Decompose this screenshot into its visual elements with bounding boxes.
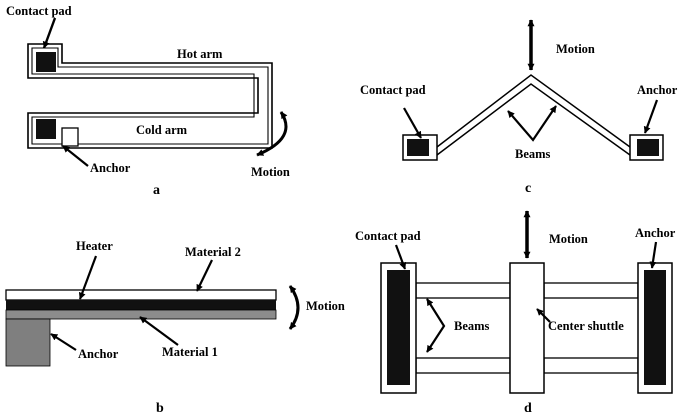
anchor-c — [637, 139, 659, 156]
contact-pad-a — [36, 52, 56, 72]
arrow-anchor-b — [50, 333, 77, 351]
panel-b: Heater Material 2 Material 1 Anchor Moti… — [5, 239, 345, 416]
center-shuttle — [509, 262, 545, 394]
beam-d-right-bottom — [543, 357, 639, 374]
arrow-material-1 — [139, 316, 179, 346]
panel-d: Motion Contact pad Anchor Beams Center s… — [355, 210, 676, 416]
label-motion-c: Motion — [556, 42, 595, 56]
label-contact-pad-c: Contact pad — [360, 83, 426, 97]
anchor-d — [644, 270, 666, 385]
beam-c-inner — [436, 83, 631, 156]
label-material-2: Material 2 — [185, 245, 241, 259]
panel-a: Contact pad Hot arm Cold arm Anchor Moti… — [6, 4, 290, 198]
label-beams-d: Beams — [454, 319, 490, 333]
heater-layer — [6, 300, 276, 310]
arrow-center-shuttle — [536, 308, 551, 323]
caption-d: d — [524, 401, 532, 416]
caption-c: c — [525, 181, 531, 196]
cold-arm-pad — [36, 119, 56, 139]
label-anchor-d: Anchor — [635, 226, 676, 240]
u-actuator-inner-outline — [31, 47, 269, 145]
label-motion-d: Motion — [549, 232, 588, 246]
anchor-b — [5, 318, 51, 367]
arrow-material-2 — [196, 259, 213, 292]
contact-pad-d — [387, 270, 410, 385]
caption-b: b — [156, 401, 164, 416]
arrow-contact-pad-d — [394, 244, 407, 270]
label-heater: Heater — [76, 239, 113, 253]
beam-c-outer — [436, 74, 631, 148]
arrow-anchor-d — [649, 241, 658, 269]
beam-d-left-top — [415, 282, 511, 299]
label-contact-pad-a: Contact pad — [6, 4, 72, 18]
label-hot-arm: Hot arm — [177, 47, 223, 61]
beams-d-bracket — [426, 298, 446, 353]
label-anchor-c: Anchor — [637, 83, 678, 97]
beams-c-bracket — [507, 105, 557, 142]
label-contact-pad-d: Contact pad — [355, 229, 421, 243]
motion-arrow-a — [256, 111, 288, 157]
label-material-1: Material 1 — [162, 345, 218, 359]
label-anchor-a: Anchor — [90, 161, 131, 175]
panel-c: Motion Contact pad Anchor Beams c — [360, 19, 678, 196]
anchor-a — [61, 127, 79, 147]
arrow-contact-pad-c — [403, 107, 422, 139]
caption-a: a — [153, 183, 160, 198]
arrow-contact-pad-a — [42, 17, 57, 49]
label-motion-a: Motion — [251, 165, 290, 179]
label-anchor-b: Anchor — [78, 347, 119, 361]
u-actuator-outer-outline — [27, 43, 273, 149]
arrow-anchor-a — [62, 145, 89, 167]
label-beams-c: Beams — [515, 147, 551, 161]
beam-d-right-top — [543, 282, 639, 299]
label-cold-arm: Cold arm — [136, 123, 188, 137]
contact-pad-c — [407, 139, 429, 156]
motion-arrow-b — [288, 285, 300, 330]
material-2-layer — [5, 289, 277, 301]
beam-d-left-bottom — [415, 357, 511, 374]
label-motion-b: Motion — [306, 299, 345, 313]
label-center-shuttle: Center shuttle — [548, 319, 624, 333]
arrow-heater — [78, 255, 98, 300]
arrow-anchor-c — [643, 99, 659, 134]
